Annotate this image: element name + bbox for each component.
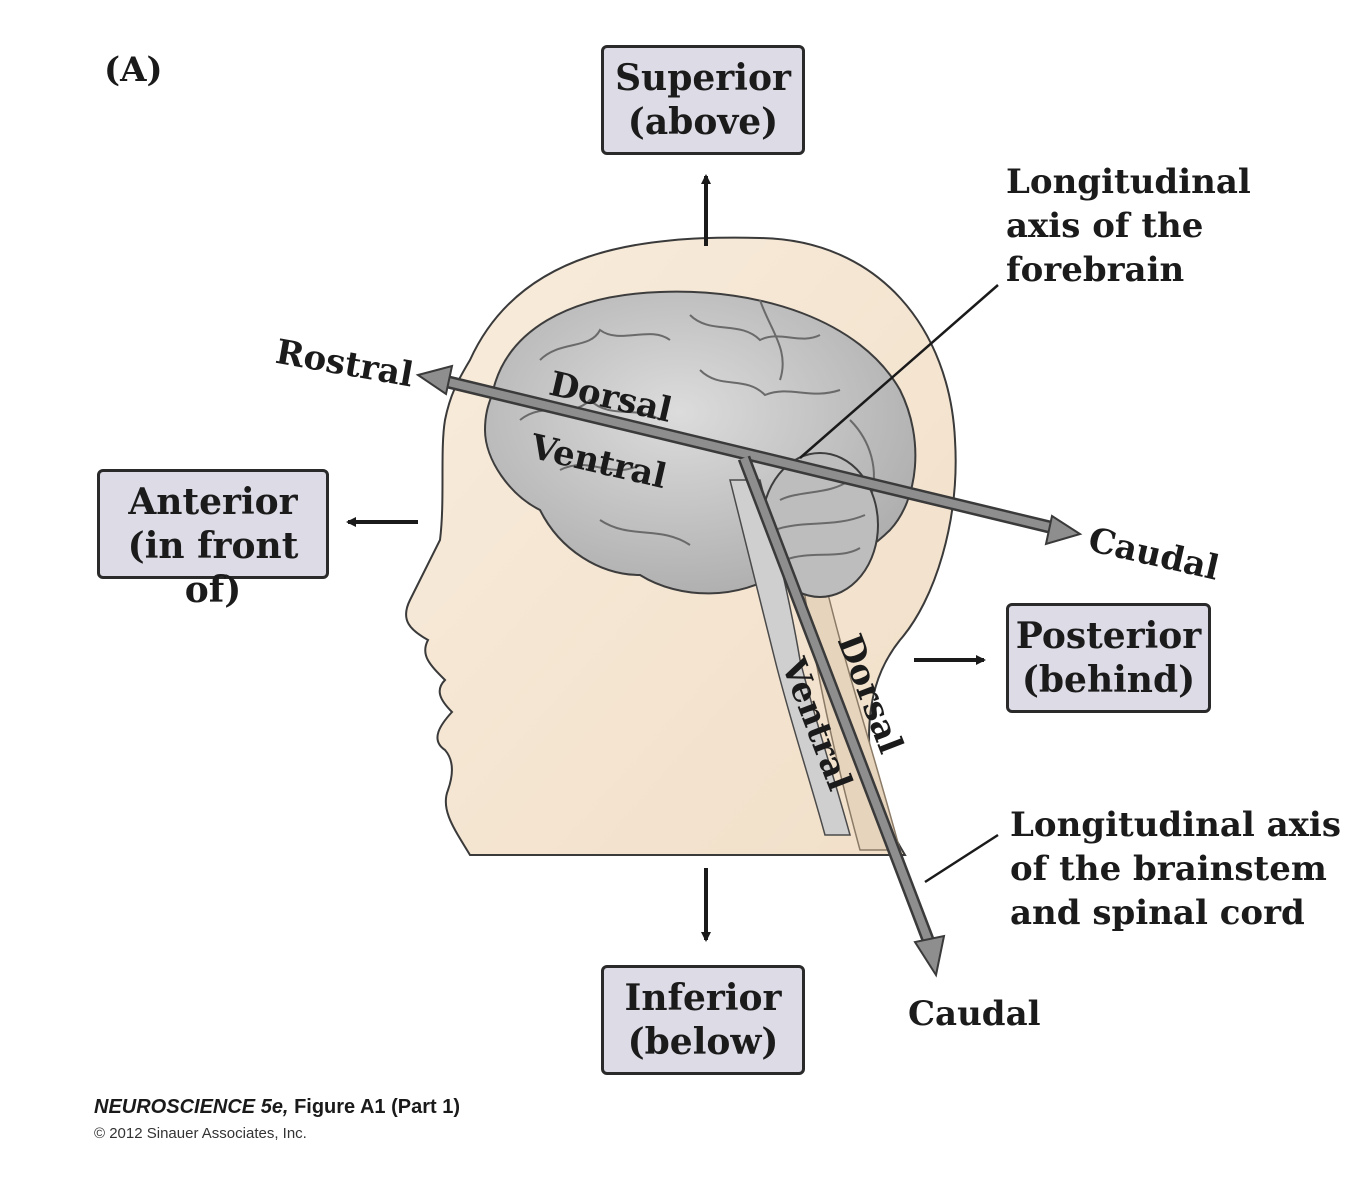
superior-box-term: Superior bbox=[615, 57, 791, 99]
brainstem-callout-leader bbox=[924, 833, 999, 884]
stem-caudal-arrowhead bbox=[913, 934, 946, 978]
forebrain-callout-line-1: Longitudinal bbox=[1006, 162, 1251, 202]
caudal-arrowhead bbox=[1044, 514, 1083, 546]
posterior-box: Posterior (behind) bbox=[1006, 603, 1211, 713]
forebrain-axis-bar bbox=[415, 364, 1083, 546]
brainstem-axis-callout: Longitudinal axis of the brainstem and s… bbox=[1010, 803, 1341, 935]
brainstem bbox=[729, 479, 851, 836]
brain-gyri bbox=[519, 299, 875, 546]
figure-credit: NEUROSCIENCE 5e, Figure A1 (Part 1) bbox=[94, 1096, 460, 1119]
inferior-box-term: Inferior bbox=[624, 977, 782, 1019]
forebrain-axis-callout: Longitudinal axis of the forebrain bbox=[1006, 160, 1251, 292]
brainstem-axis-bar bbox=[737, 455, 946, 978]
credit-figure-number: Figure A1 (Part 1) bbox=[294, 1096, 461, 1118]
posterior-box-meaning: (behind) bbox=[1021, 659, 1196, 701]
cerebellum bbox=[761, 452, 879, 598]
superior-box: Superior (above) bbox=[601, 45, 805, 155]
forebrain-callout-line-2: axis of the bbox=[1006, 206, 1204, 246]
anterior-box: Anterior (in front of) bbox=[97, 469, 329, 611]
anterior-box-term: Anterior bbox=[128, 481, 298, 523]
panel-label: (A) bbox=[104, 50, 163, 90]
brainstem-callout-line-2: of the brainstem bbox=[1010, 849, 1327, 889]
credit-book-title: NEUROSCIENCE 5e, bbox=[94, 1096, 289, 1118]
inferior-box: Inferior (below) bbox=[601, 965, 805, 1075]
anterior-box-meaning: (in front of) bbox=[127, 525, 299, 611]
posterior-box-term: Posterior bbox=[1015, 615, 1202, 657]
stem-caudal-label: Caudal bbox=[908, 994, 1041, 1034]
rostral-arrowhead bbox=[415, 364, 454, 396]
brainstem-callout-line-3: and spinal cord bbox=[1010, 893, 1305, 933]
forebrain-callout-leader bbox=[799, 284, 999, 459]
inferior-box-meaning: (below) bbox=[627, 1021, 779, 1063]
superior-box-meaning: (above) bbox=[627, 101, 779, 143]
forebrain-callout-line-3: forebrain bbox=[1006, 250, 1185, 290]
copyright-notice: © 2012 Sinauer Associates, Inc. bbox=[94, 1125, 307, 1142]
brainstem-callout-line-1: Longitudinal axis bbox=[1010, 805, 1341, 845]
